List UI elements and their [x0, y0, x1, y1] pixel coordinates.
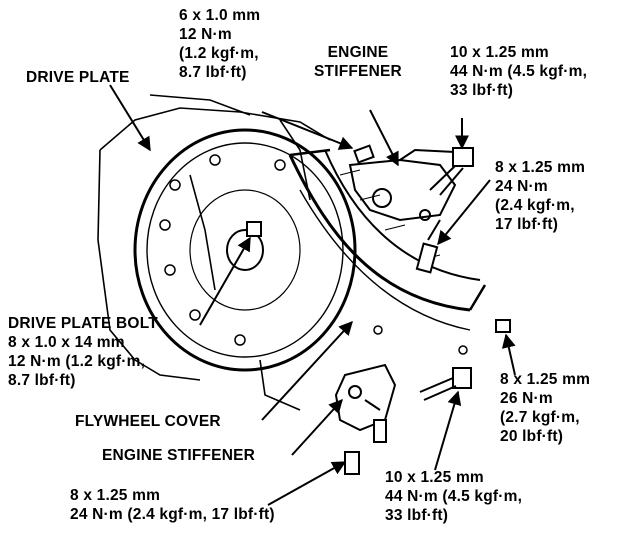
flywheel-cover: [288, 148, 487, 355]
bottom-right-bolt-lbf: 33 lbf·ft): [385, 507, 449, 524]
drive-plate-bolt-size: 8 x 1.0 x 14 mm: [8, 334, 125, 351]
top-right-bolt-lbf: 33 lbf·ft): [450, 82, 514, 99]
top-bolt-size: 6 x 1.0 mm: [179, 7, 261, 24]
engine-stiffener-top-label: ENGINE STIFFENER: [314, 43, 402, 81]
engine-stiffener-top-part: [348, 148, 457, 222]
drive-plate-bolt-label: DRIVE PLATE BOLT 8 x 1.0 x 14 mm 12 N·m …: [8, 314, 158, 390]
top-right-bolt-torque: 44 N·m (4.5 kgf·m,: [450, 63, 588, 80]
top-bolt-kgf: (1.2 kgf·m,: [179, 45, 259, 62]
bolt-lower-left: [344, 419, 387, 475]
drive-plate-bolt-lbf: 8.7 lbf·ft): [8, 372, 76, 389]
bolt-right-lower: [495, 319, 511, 333]
bolt-right-mid: [415, 219, 441, 274]
bolt-top-right: [429, 147, 474, 196]
engine-stiffener-top-line1: ENGINE: [327, 44, 389, 61]
top-bolt-label: 6 x 1.0 mm 12 N·m (1.2 kgf·m, 8.7 lbf·ft…: [179, 6, 260, 82]
bottom-left-bolt-size: 8 x 1.25 mm: [70, 487, 161, 504]
bolt-drive-plate: [246, 221, 262, 237]
flywheel-cover-label: FLYWHEEL COVER: [75, 413, 221, 430]
bottom-right-bolt-size: 10 x 1.25 mm: [385, 469, 484, 486]
right-lower-bolt-size: 8 x 1.25 mm: [500, 371, 591, 388]
right-lower-bolt-kgf: (2.7 kgf·m,: [500, 409, 580, 426]
bottom-right-bolt-torque: 44 N·m (4.5 kgf·m,: [385, 488, 523, 505]
leader-lines: [109, 84, 516, 506]
right-mid-bolt-torque: 24 N·m: [495, 178, 548, 195]
right-lower-bolt-label: 8 x 1.25 mm 26 N·m (2.7 kgf·m, 20 lbf·ft…: [500, 370, 590, 446]
right-mid-bolt-label: 8 x 1.25 mm 24 N·m (2.4 kgf·m, 17 lbf·ft…: [495, 158, 585, 234]
drive-plate-bolt-title: DRIVE PLATE BOLT: [8, 315, 158, 332]
right-lower-bolt-torque: 26 N·m: [500, 390, 553, 407]
top-right-bolt-size: 10 x 1.25 mm: [450, 44, 549, 61]
drive-plate-label: DRIVE PLATE: [26, 69, 130, 86]
right-mid-bolt-size: 8 x 1.25 mm: [495, 159, 586, 176]
bottom-left-bolt-label: 8 x 1.25 mm 24 N·m (2.4 kgf·m, 17 lbf·ft…: [70, 486, 275, 524]
right-mid-bolt-lbf: 17 lbf·ft): [495, 216, 559, 233]
bolt-top-small: [353, 144, 375, 164]
drive-plate-bolt-torque: 12 N·m (1.2 kgf·m,: [8, 353, 146, 370]
drive-plate: [133, 128, 357, 372]
top-bolt-torque: 12 N·m: [179, 26, 232, 43]
right-lower-bolt-lbf: 20 lbf·ft): [500, 428, 564, 445]
bolt-lower-right: [419, 367, 472, 401]
engine-stiffener-top-line2: STIFFENER: [314, 63, 402, 80]
bottom-right-bolt-label: 10 x 1.25 mm 44 N·m (4.5 kgf·m, 33 lbf·f…: [385, 468, 522, 525]
right-mid-bolt-kgf: (2.4 kgf·m,: [495, 197, 575, 214]
top-right-bolt-label: 10 x 1.25 mm 44 N·m (4.5 kgf·m, 33 lbf·f…: [450, 43, 587, 100]
top-bolt-lbf: 8.7 lbf·ft): [179, 64, 247, 81]
engine-block: [97, 94, 331, 411]
bottom-left-bolt-torque: 24 N·m (2.4 kgf·m, 17 lbf·ft): [70, 506, 275, 523]
bolts: [246, 144, 511, 475]
engine-stiffener-bottom-label: ENGINE STIFFENER: [102, 447, 256, 464]
